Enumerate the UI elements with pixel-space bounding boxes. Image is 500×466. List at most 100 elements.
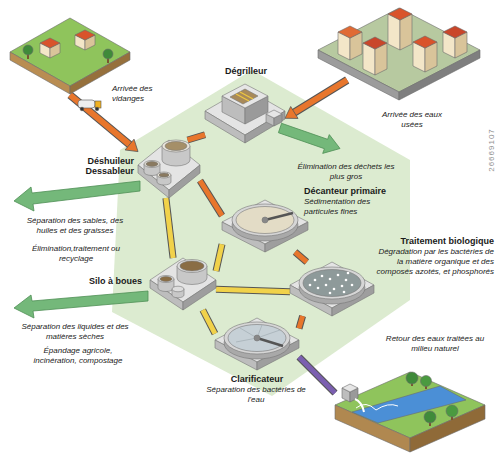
- town-tile: [413, 36, 437, 48]
- station-note: Séparation des bactéries de l'eau: [205, 385, 307, 405]
- output-note: Épandage agricole, incinération, compost…: [26, 346, 130, 366]
- plant-area: [112, 70, 410, 396]
- primary-settler: [265, 213, 293, 220]
- station-node: Retour des eaux traitées au milieu natur…: [335, 370, 485, 462]
- river-tile: [352, 386, 466, 423]
- biological-tank: [329, 278, 332, 281]
- watermark-number: 26669107: [487, 128, 497, 172]
- clarifier-tank: [257, 330, 280, 338]
- river-tile: [335, 372, 485, 452]
- pipe-outline: [188, 135, 205, 140]
- grit-oil-unit: [138, 140, 200, 198]
- pipe-body: [216, 244, 222, 271]
- river-tile: [406, 372, 418, 384]
- river-tile: [410, 405, 485, 452]
- screen-unit: [205, 88, 285, 135]
- biological-tank: [325, 284, 328, 287]
- town-tile: [318, 8, 480, 100]
- biological-tank: [333, 288, 336, 291]
- station-node: Silo à boues: [150, 258, 216, 310]
- river-tile: [421, 376, 432, 387]
- pipe-body: [294, 80, 348, 113]
- screen-unit: [266, 110, 282, 118]
- grit-oil-unit: [165, 142, 187, 151]
- pipe-outline: [216, 289, 290, 292]
- biological-tank: [290, 262, 374, 316]
- arrow-head: [285, 107, 298, 119]
- biological-tank: [337, 274, 340, 277]
- clarifier-tank: [257, 338, 283, 346]
- town-tile: [318, 8, 480, 92]
- clarifier-tank: [228, 325, 286, 352]
- pipe-outline: [294, 80, 348, 113]
- sludge-silo: [172, 286, 184, 292]
- station-note: Sédimentation des particules fines: [304, 197, 396, 217]
- station-node: Décanteur primaireSédimentation des part…: [222, 200, 308, 252]
- output-arrow: [278, 123, 340, 153]
- grit-oil-unit: [144, 161, 160, 168]
- grit-oil-unit: [138, 140, 200, 190]
- primary-settler: [222, 200, 308, 252]
- pipe-body: [295, 252, 307, 262]
- town-tile: [399, 50, 480, 100]
- truck-icon: [95, 101, 101, 108]
- pipe: [216, 289, 290, 292]
- sludge-silo: [150, 258, 216, 302]
- screen-unit: [222, 84, 268, 108]
- biological-tank: [309, 272, 354, 295]
- station-title: Traitement biologique: [372, 236, 494, 246]
- biological-tank: [341, 285, 344, 288]
- pipe-body: [166, 198, 173, 258]
- town-tile: [338, 26, 362, 38]
- screen-unit: [205, 84, 285, 143]
- town-tile: [443, 26, 467, 38]
- truck-icon: [80, 107, 84, 111]
- biological-tank: [345, 279, 348, 282]
- pipe-body: [299, 316, 303, 328]
- grit-oil-unit: [162, 140, 190, 152]
- flow-arrow: [70, 95, 138, 152]
- town-tile: [363, 37, 387, 49]
- sludge-silo: [180, 261, 204, 271]
- river-tile: [342, 384, 358, 392]
- arrow-head: [125, 139, 138, 151]
- biological-tank: [299, 267, 365, 299]
- pipe-outline: [299, 316, 303, 328]
- screen-unit: [240, 92, 253, 99]
- station-note: Retour des eaux traitées au milieu natur…: [385, 334, 485, 354]
- pipe: [200, 181, 222, 216]
- clarifier-tank: [215, 318, 299, 370]
- clarifier-tank: [254, 335, 260, 341]
- houses-tile: [23, 45, 33, 55]
- primary-settler: [222, 200, 308, 244]
- pipe-outline: [200, 181, 222, 216]
- houses-tile: [75, 30, 95, 40]
- biological-tank: [317, 287, 320, 290]
- primary-settler: [236, 207, 294, 234]
- pipe: [295, 252, 307, 262]
- grit-oil-unit: [146, 162, 158, 167]
- sludge-silo: [158, 276, 174, 283]
- pipe-body: [200, 181, 222, 216]
- station-node: Arrivée des eaux usées: [318, 4, 480, 80]
- pipe-outline: [203, 310, 215, 334]
- station-note: Dégradation par les bactéries de la mati…: [372, 247, 494, 277]
- biological-tank: [290, 262, 374, 308]
- biological-tank: [343, 291, 346, 294]
- sludge-silo: [150, 258, 216, 310]
- output-note: Séparation des liquides et des matières …: [16, 322, 134, 342]
- station-node: Déshuileur Dessableur: [138, 140, 200, 198]
- screen-unit: [230, 89, 258, 104]
- station-node: Dégrilleur: [205, 88, 285, 143]
- houses-tile: [10, 18, 130, 86]
- houses-tile: [103, 49, 113, 59]
- houses-tile: [40, 38, 60, 48]
- output-note: Élimination,traitement ou recyclage: [24, 244, 128, 264]
- station-title: Décanteur primaire: [304, 186, 396, 196]
- output-arrow: [14, 291, 148, 318]
- town-tile: [388, 8, 412, 20]
- truck-icon: [95, 107, 99, 111]
- clarifier-tank: [224, 322, 290, 354]
- station-node: Arrivée des vidanges: [10, 15, 130, 95]
- houses-tile: [10, 18, 130, 94]
